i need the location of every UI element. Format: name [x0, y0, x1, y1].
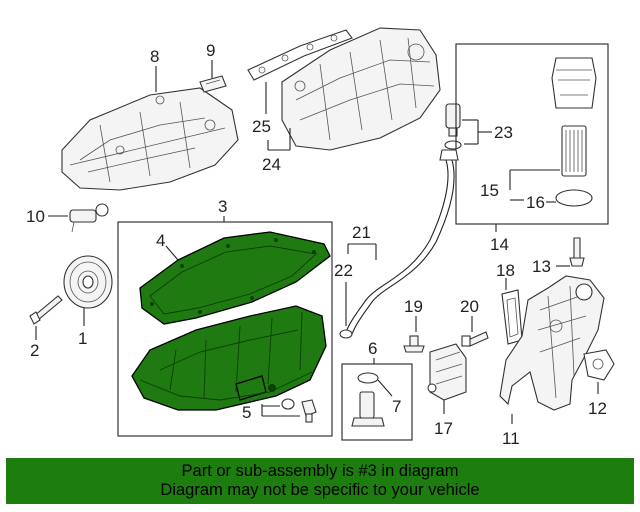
- callout-14: 14: [490, 235, 509, 254]
- crank-pulley-1[interactable]: [63, 255, 113, 309]
- callout-10: 10: [26, 207, 45, 226]
- banner-line-2: Diagram may not be specific to your vehi…: [160, 481, 480, 499]
- info-banner: Part or sub-assembly is #3 in diagram Di…: [6, 458, 634, 504]
- callout-7: 7: [392, 397, 401, 416]
- manifold-gasket-25[interactable]: [247, 29, 353, 81]
- callout-8: 8: [150, 47, 159, 66]
- intake-manifold[interactable]: [281, 27, 441, 151]
- oil-level-sensor[interactable]: [351, 372, 385, 427]
- callout-11: 11: [502, 429, 520, 448]
- drain-plug-5[interactable]: [281, 398, 317, 423]
- callout-5: 5: [242, 403, 251, 422]
- oil-pan-gasket-4[interactable]: [139, 231, 331, 325]
- callout-12: 12: [588, 399, 607, 418]
- callout-3: 3: [218, 197, 227, 216]
- callout-2: 2: [30, 341, 39, 360]
- oil-pan-group-frame: [117, 221, 333, 437]
- oil-cooler-17[interactable]: [427, 343, 467, 401]
- callout-25: 25: [252, 117, 271, 136]
- bolt-13[interactable]: [569, 237, 585, 267]
- callout-18: 18: [496, 261, 515, 280]
- filter-oring-16[interactable]: [555, 189, 593, 207]
- callout-4: 4: [156, 231, 165, 250]
- callout-13: 13: [532, 257, 551, 276]
- oil-filter-housing-cap[interactable]: [551, 57, 597, 109]
- bolt-20[interactable]: [461, 331, 489, 347]
- callout-9: 9: [206, 41, 215, 60]
- gasket-18[interactable]: [501, 289, 523, 345]
- callout-23: 23: [494, 123, 513, 142]
- callout-21: 21: [352, 223, 371, 242]
- filter-housing-11[interactable]: [499, 275, 605, 411]
- bolt-19[interactable]: [403, 335, 425, 353]
- gasket-12[interactable]: [583, 349, 615, 381]
- callout-19: 19: [404, 297, 423, 316]
- oil-filter-group-frame: [455, 43, 609, 225]
- callout-20: 20: [460, 297, 479, 316]
- banner-line-1: Part or sub-assembly is #3 in diagram: [181, 462, 459, 480]
- callout-1: 1: [78, 329, 87, 348]
- oil-pan-3[interactable]: [131, 305, 327, 411]
- callout-24: 24: [262, 155, 281, 174]
- callout-22: 22: [334, 261, 353, 280]
- callout-15: 15: [480, 181, 499, 200]
- bolt-2[interactable]: [29, 295, 63, 325]
- sensor-part-23[interactable]: [444, 103, 462, 150]
- callout-6: 6: [368, 339, 377, 358]
- callout-16: 16: [526, 193, 545, 212]
- oil-filter-element[interactable]: [561, 125, 587, 177]
- part-10-fitting[interactable]: [69, 203, 109, 233]
- valve-body-assembly[interactable]: [61, 87, 239, 191]
- dipstick-tube[interactable]: [339, 149, 459, 339]
- callout-17: 17: [434, 419, 453, 438]
- sensor-part-9[interactable]: [199, 75, 227, 93]
- parts-diagram: 8 9 25 24 23: [26, 27, 615, 448]
- oil-level-sensor-frame: [341, 363, 413, 441]
